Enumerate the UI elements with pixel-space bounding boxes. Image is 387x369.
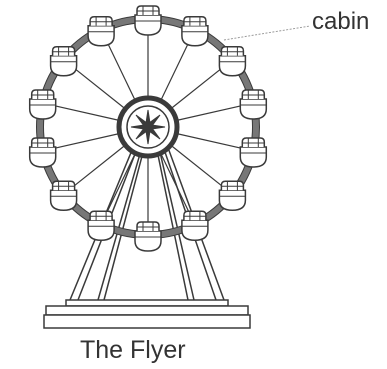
cabin (88, 17, 114, 46)
cabin (51, 47, 77, 76)
cabin (30, 90, 56, 119)
cabin (219, 47, 245, 76)
cabin (51, 181, 77, 210)
diagram-title: The Flyer (80, 336, 186, 365)
cabin-label: cabin (312, 8, 369, 36)
cabin (30, 138, 56, 167)
spoke (176, 134, 249, 151)
cabin (135, 6, 161, 35)
cabin (182, 211, 208, 240)
base-platform (44, 300, 250, 328)
cabin (135, 222, 161, 251)
hub-star-icon (131, 110, 165, 144)
cabin (219, 181, 245, 210)
cabin (240, 90, 266, 119)
spoke (67, 145, 126, 192)
spoke (171, 145, 230, 192)
cabin (182, 17, 208, 46)
spoke (47, 104, 120, 121)
cabin (240, 138, 266, 167)
cabin (88, 211, 114, 240)
cabin-leader-line (224, 26, 310, 40)
spoke (47, 134, 120, 151)
spoke (176, 104, 249, 121)
